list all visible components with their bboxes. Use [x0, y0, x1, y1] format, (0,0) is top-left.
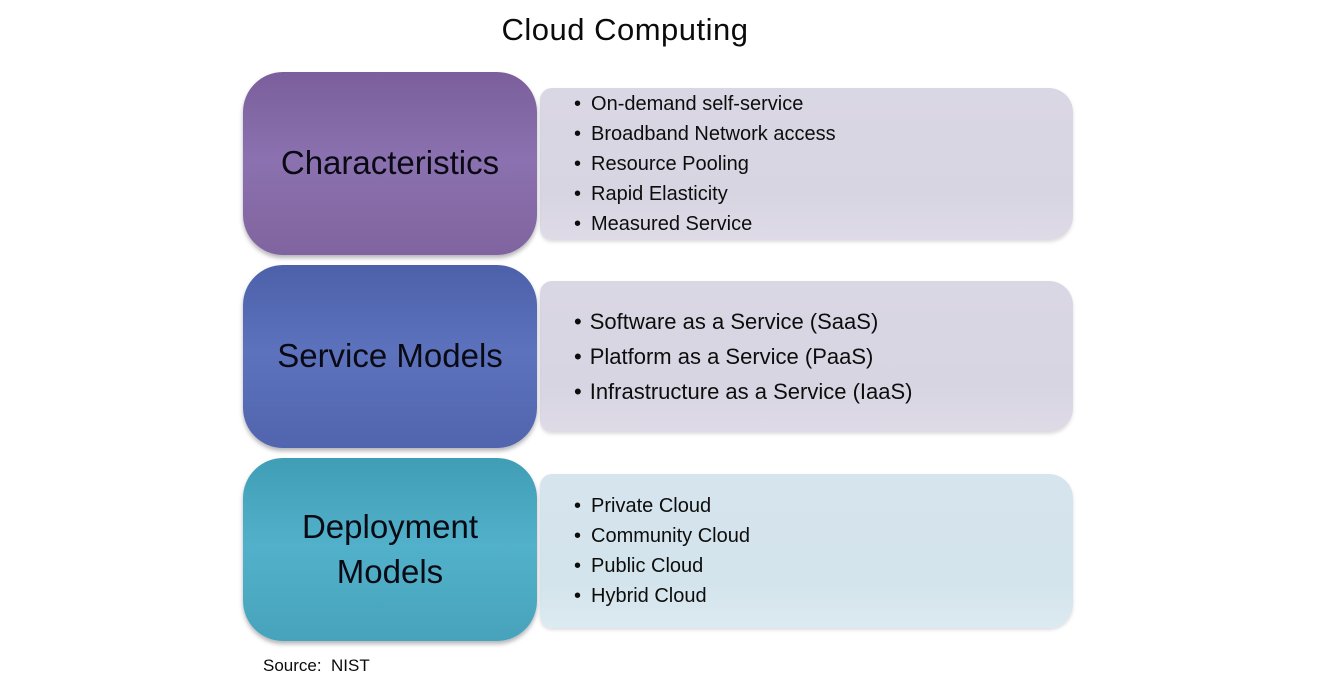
list-item: Platform as a Service (PaaS) — [574, 339, 1073, 374]
list-item: Infrastructure as a Service (IaaS) — [574, 374, 1073, 409]
list-item: Broadband Network access — [574, 119, 1073, 149]
list-item: Measured Service — [574, 209, 1073, 239]
box-label: Service Models — [277, 337, 503, 375]
list-item: Hybrid Cloud — [574, 581, 1073, 611]
list-item: Community Cloud — [574, 521, 1073, 551]
list-item: Private Cloud — [574, 491, 1073, 521]
list-item: On-demand self-service — [574, 89, 1073, 119]
box-label: Characteristics — [280, 144, 500, 182]
box-label: Deployment Models — [301, 507, 479, 590]
deployment-models-box: Deployment Models — [243, 458, 537, 641]
deployment-models-panel: Private Cloud Community Cloud Public Clo… — [540, 474, 1073, 628]
service-models-list: Software as a Service (SaaS) Platform as… — [574, 304, 1073, 409]
list-item: Software as a Service (SaaS) — [574, 304, 1073, 339]
diagram-title: Cloud Computing — [501, 12, 749, 47]
service-models-box: Service Models — [243, 265, 537, 448]
service-models-panel: Software as a Service (SaaS) Platform as… — [540, 281, 1073, 432]
characteristics-panel: On-demand self-service Broadband Network… — [540, 88, 1073, 240]
source-attribution: Source: NIST — [263, 656, 370, 675]
characteristics-list: On-demand self-service Broadband Network… — [574, 89, 1073, 239]
list-item: Public Cloud — [574, 551, 1073, 581]
deployment-models-list: Private Cloud Community Cloud Public Clo… — [574, 491, 1073, 611]
characteristics-box: Characteristics — [243, 72, 537, 255]
list-item: Resource Pooling — [574, 149, 1073, 179]
list-item: Rapid Elasticity — [574, 179, 1073, 209]
